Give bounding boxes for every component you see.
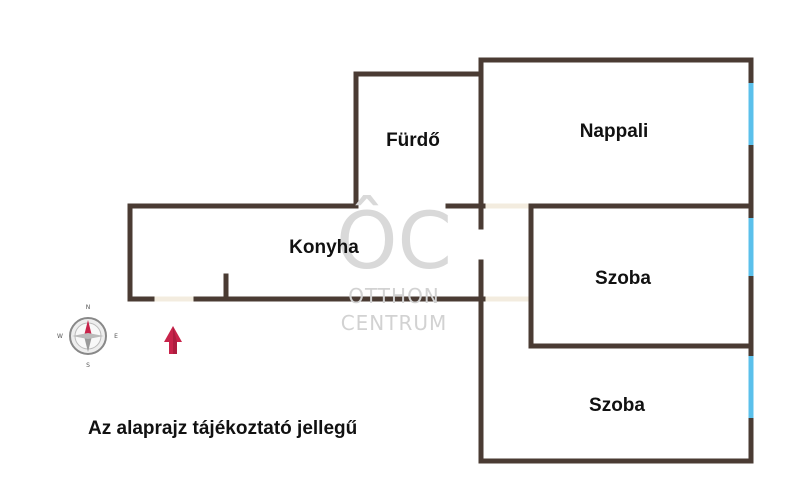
entrance-arrow-icon	[164, 326, 182, 354]
room-label-konyha: Konyha	[289, 237, 359, 258]
room-label-szoba-2: Szoba	[589, 395, 645, 416]
room-label-nappali: Nappali	[580, 121, 649, 142]
watermark-logo: ÔC	[336, 195, 452, 287]
compass-n: N	[86, 304, 91, 311]
room-label-furdo: Fürdő	[386, 130, 440, 151]
watermark-line2: CENTRUM	[341, 311, 448, 335]
compass-e: E	[114, 333, 118, 340]
compass-icon: N E S W	[57, 304, 118, 369]
watermark-line1: OTTHON	[348, 284, 440, 308]
compass-w: W	[57, 333, 63, 340]
room-label-szoba-1: Szoba	[595, 268, 651, 289]
compass-s: S	[86, 362, 90, 369]
door-gaps	[152, 203, 530, 302]
watermark: ÔC OTTHON CENTRUM	[336, 195, 452, 335]
disclaimer-text: Az alaprajz tájékoztató jellegű	[88, 418, 358, 439]
